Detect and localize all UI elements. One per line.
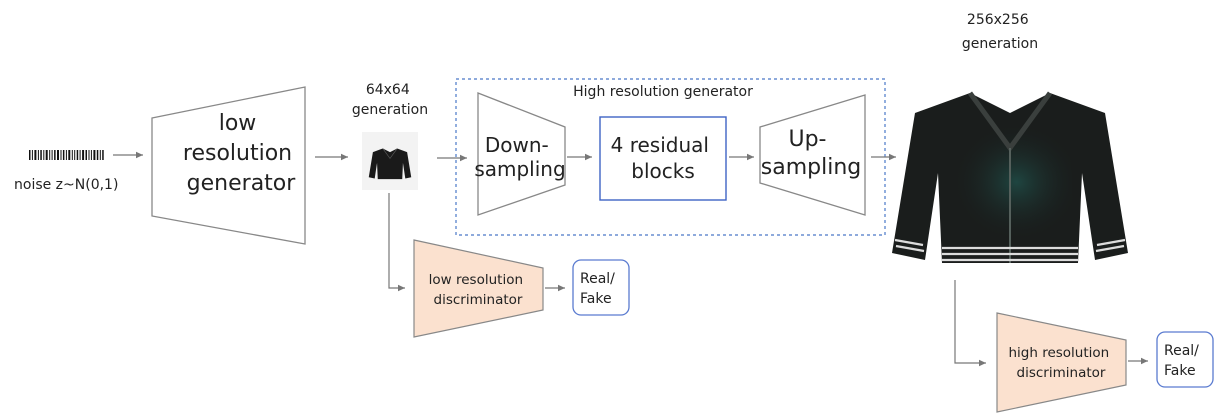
gen256-label: 256x256 generation <box>962 12 1038 52</box>
noise-bar <box>99 150 101 160</box>
noise-bar <box>79 150 81 160</box>
noise-bar <box>102 150 104 160</box>
noise-bar <box>49 150 51 160</box>
noise-bar <box>60 150 62 160</box>
jacket-256-icon <box>892 91 1128 263</box>
low-resolution-discriminator <box>413 239 544 338</box>
jacket-64-icon <box>368 148 412 180</box>
noise-bar <box>57 150 59 160</box>
low-res-discriminator-label: low resolution discriminator <box>429 272 528 308</box>
noise-bar <box>96 150 99 160</box>
low-res-output-label: Real/ Fake <box>580 271 619 307</box>
downsampling-block <box>477 92 566 216</box>
noise-bar <box>29 150 31 160</box>
noise-bar <box>34 150 37 160</box>
high-res-output-label: Real/ Fake <box>1164 343 1203 379</box>
low-res-generator-label: low resolution generator <box>183 111 299 196</box>
noise-bar <box>68 150 71 160</box>
noise-bar <box>45 150 48 160</box>
residual-blocks <box>599 116 727 201</box>
noise-bar <box>85 150 87 160</box>
noise-bar <box>90 150 92 160</box>
noise-bar <box>43 150 45 160</box>
high-resolution-discriminator <box>996 312 1127 413</box>
gen64-label: 64x64 generation <box>352 82 428 118</box>
upsampling-block <box>759 94 866 216</box>
arrow-256-to-highdisc <box>954 280 986 367</box>
noise-bar <box>74 150 76 160</box>
low-resolution-generator <box>151 86 306 245</box>
low-res-output-box <box>572 259 630 316</box>
noise-bar <box>82 150 85 160</box>
noise-bar <box>65 150 67 160</box>
high-res-discriminator-label: high resolution discriminator <box>1008 345 1113 381</box>
noise-bar <box>54 150 56 160</box>
noise-bar <box>76 150 79 160</box>
noise-bar <box>51 150 53 160</box>
high-res-output-box <box>1156 331 1214 388</box>
upsampling-label: Up- sampling <box>761 127 861 180</box>
noise-bar <box>31 150 33 160</box>
noise-vector-icon <box>29 150 104 160</box>
residual-blocks-label: 4 residual blocks <box>611 133 716 183</box>
noise-bar <box>37 150 39 160</box>
arrow-64-to-lowdisc <box>388 193 405 292</box>
high-res-generator-title: High resolution generator <box>573 84 753 100</box>
noise-bar <box>93 150 96 160</box>
noise-bar <box>71 150 73 160</box>
noise-bar <box>88 150 90 160</box>
downsampling-label: Down- sampling <box>474 133 565 181</box>
noise-label: noise z~N(0,1) <box>14 177 118 193</box>
noise-bar <box>40 150 42 160</box>
noise-bar <box>62 150 65 160</box>
